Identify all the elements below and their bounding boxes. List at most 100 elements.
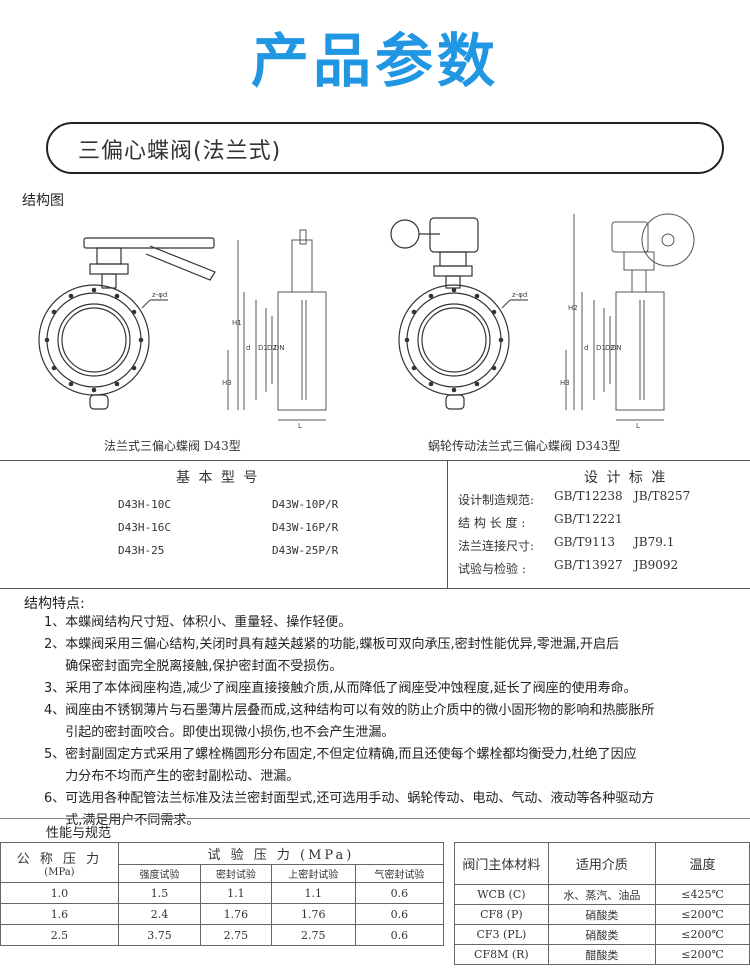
material-header: 阀门主体材料 <box>454 842 549 885</box>
structure-drawings: z-φd z-φd H1 H3 d D1 D2 DN L H2 H3 d D1 … <box>38 213 695 430</box>
feature-line: 确保密封面完全脱离接触,保护密封面不受损伤。 <box>65 659 343 674</box>
pn-header-cell: 公 称 压 力 (MPa) <box>0 842 119 883</box>
standards-list: 设计制造规范: GB/T12238 JB/T8257 结 构 长 度 : GB/… <box>458 489 743 581</box>
standard-row: 法兰连接尺寸: GB/T9113 JB79.1 <box>458 535 743 558</box>
sub-header: 密封试验 <box>200 864 272 883</box>
cell: ≤200℃ <box>655 944 750 965</box>
standard-row: 结 构 长 度 : GB/T12221 <box>458 512 743 535</box>
product-name: 三偏心蝶阀(法兰式) <box>78 139 282 164</box>
cell: 硝酸类 <box>547 924 657 945</box>
page-title: 产品参数 <box>250 27 499 95</box>
divider <box>0 818 750 819</box>
label-d2: D2 <box>267 344 277 352</box>
cell: 醋酸类 <box>547 944 657 965</box>
temperature-header: 温度 <box>655 842 750 885</box>
pn-unit: (MPa) <box>44 866 75 878</box>
feature-number: 6、 <box>44 791 66 806</box>
cell: 2.4 <box>117 903 202 925</box>
features-label: 结构特点: <box>24 596 85 612</box>
label-z-2: z-φd <box>512 291 527 299</box>
standard-value: JB/T8257 <box>634 489 691 503</box>
sub-header: 强度试验 <box>117 864 202 883</box>
standards-header: 设 计 标 准 <box>584 470 668 486</box>
label-d: d <box>246 344 250 352</box>
feature-number: 3、 <box>44 681 66 696</box>
feature-item: 1、 本蝶阀结构尺寸短、体积小、重量轻、操作轻便。 <box>44 612 744 634</box>
cell: CF8M (R) <box>454 944 549 965</box>
feature-item: 3、 采用了本体阀座构造,减少了阀座直接接触介质,从而降低了阀座受冲蚀程度,延长… <box>44 678 744 700</box>
valve-drawing-d343 <box>390 217 510 410</box>
table-row: CF8 (P) 硝酸类 ≤200℃ <box>454 904 750 925</box>
feature-line: 力分布不均而产生的密封副松动、泄漏。 <box>65 769 300 784</box>
feature-number: 2、 <box>44 637 66 652</box>
cell: 1.1 <box>270 882 356 904</box>
label-h3-2: H3 <box>560 379 570 387</box>
feature-line: 引起的密封面咬合。即使出现微小损伤,也不会产生泄漏。 <box>65 725 395 740</box>
cell: ≤200℃ <box>655 904 750 925</box>
feature-number: 4、 <box>44 703 66 718</box>
performance-label: 性能与规范 <box>46 826 112 841</box>
feature-line: 阀座由不锈钢薄片与石墨薄片层叠而成,这种结构可以有效的防止介质中的微小固形物的影… <box>65 703 655 718</box>
standard-label: 结 构 长 度 : <box>458 516 526 530</box>
feature-number: 1、 <box>44 615 66 630</box>
cell: 1.0 <box>0 882 119 904</box>
valve-drawing-d43 <box>38 237 216 410</box>
cell: 0.6 <box>354 882 445 904</box>
model-item: D43H-25 <box>118 544 165 557</box>
label-d2-2: D2 <box>605 344 615 352</box>
standard-value: GB/T12238 <box>554 489 623 503</box>
caption-d43: 法兰式三偏心蝶阀 D43型 <box>104 439 241 453</box>
cell: 2.75 <box>270 924 356 946</box>
standard-value: GB/T13927 <box>554 558 623 572</box>
cell: 2.75 <box>200 924 272 946</box>
model-item: D43W-10P/R <box>272 498 339 511</box>
label-dn: DN <box>274 344 285 352</box>
table-row: 2.5 3.75 2.75 2.75 0.6 <box>0 924 445 946</box>
cell: ≤200℃ <box>655 924 750 945</box>
divider <box>0 460 750 461</box>
standard-value: GB/T9113 <box>554 535 615 549</box>
cell: 2.5 <box>0 924 119 946</box>
divider <box>447 460 448 588</box>
cell: 1.1 <box>200 882 272 904</box>
standard-value: GB/T12221 <box>554 512 623 526</box>
model-item: D43W-25P/R <box>272 544 339 557</box>
models-right: D43W-10P/R D43W-16P/R D43W-25P/R <box>272 498 338 567</box>
feature-item: 6、 可选用各种配管法兰标准及法兰密封面型式,还可选用手动、蜗轮传动、电动、气动… <box>44 788 744 832</box>
table-row: 1.6 2.4 1.76 1.76 0.6 <box>0 903 445 925</box>
cell: ≤425℃ <box>655 884 750 905</box>
feature-item: 5、 密封副固定方式采用了螺栓椭圆形分布固定,不但定位精确,而且还使每个螺栓都均… <box>44 744 744 788</box>
feature-line: 本蝶阀采用三偏心结构,关闭时具有越关越紧的功能,蝶板可双向承压,密封性能优异,零… <box>65 637 619 652</box>
cell: 硝酸类 <box>547 904 657 925</box>
materials-table: 阀门主体材料 适用介质 温度 WCB (C) 水、蒸汽、油品 ≤425℃ CF8… <box>454 842 750 965</box>
model-item: D43W-16P/R <box>272 521 339 534</box>
model-item: D43H-16C <box>118 521 171 534</box>
pn-header: 公 称 压 力 <box>16 851 103 867</box>
label-h3: H3 <box>222 379 232 387</box>
standard-label: 法兰连接尺寸: <box>458 539 535 553</box>
medium-header: 适用介质 <box>547 842 657 885</box>
label-h2: H2 <box>568 304 578 312</box>
product-banner <box>46 122 724 174</box>
cell: 3.75 <box>117 924 202 946</box>
cell: 1.6 <box>0 903 119 925</box>
table-row: CF8M (R) 醋酸类 ≤200℃ <box>454 944 750 965</box>
model-item: D43H-10C <box>118 498 171 511</box>
performance-table: 公 称 压 力 (MPa) 试 验 压 力 (MPa) 强度试验 密封试验 上密… <box>0 842 445 946</box>
models-left: D43H-10C D43H-16C D43H-25 <box>118 498 171 567</box>
label-h1: H1 <box>232 319 242 327</box>
cell: 水、蒸汽、油品 <box>547 884 657 905</box>
label-d-2: d <box>584 344 588 352</box>
features-list: 1、 本蝶阀结构尺寸短、体积小、重量轻、操作轻便。 2、 本蝶阀采用三偏心结构,… <box>44 612 744 832</box>
feature-line: 密封副固定方式采用了螺栓椭圆形分布固定,不但定位精确,而且还使每个螺栓都均衡受力… <box>65 747 637 762</box>
feature-line: 可选用各种配管法兰标准及法兰密封面型式,还可选用手动、蜗轮传动、电动、气动、液动… <box>65 791 655 806</box>
label-l-2: L <box>636 422 640 430</box>
label-d1: D1 <box>258 344 268 352</box>
standard-label: 试验与检验 : <box>458 562 526 576</box>
table-row: 1.0 1.5 1.1 1.1 0.6 <box>0 882 445 904</box>
test-header: 试 验 压 力 (MPa) <box>117 842 445 865</box>
models-header: 基 本 型 号 <box>176 470 260 486</box>
table-row: WCB (C) 水、蒸汽、油品 ≤425℃ <box>454 884 750 905</box>
cell: 1.5 <box>117 882 202 904</box>
feature-item: 4、 阀座由不锈钢薄片与石墨薄片层叠而成,这种结构可以有效的防止介质中的微小固形… <box>44 700 744 744</box>
